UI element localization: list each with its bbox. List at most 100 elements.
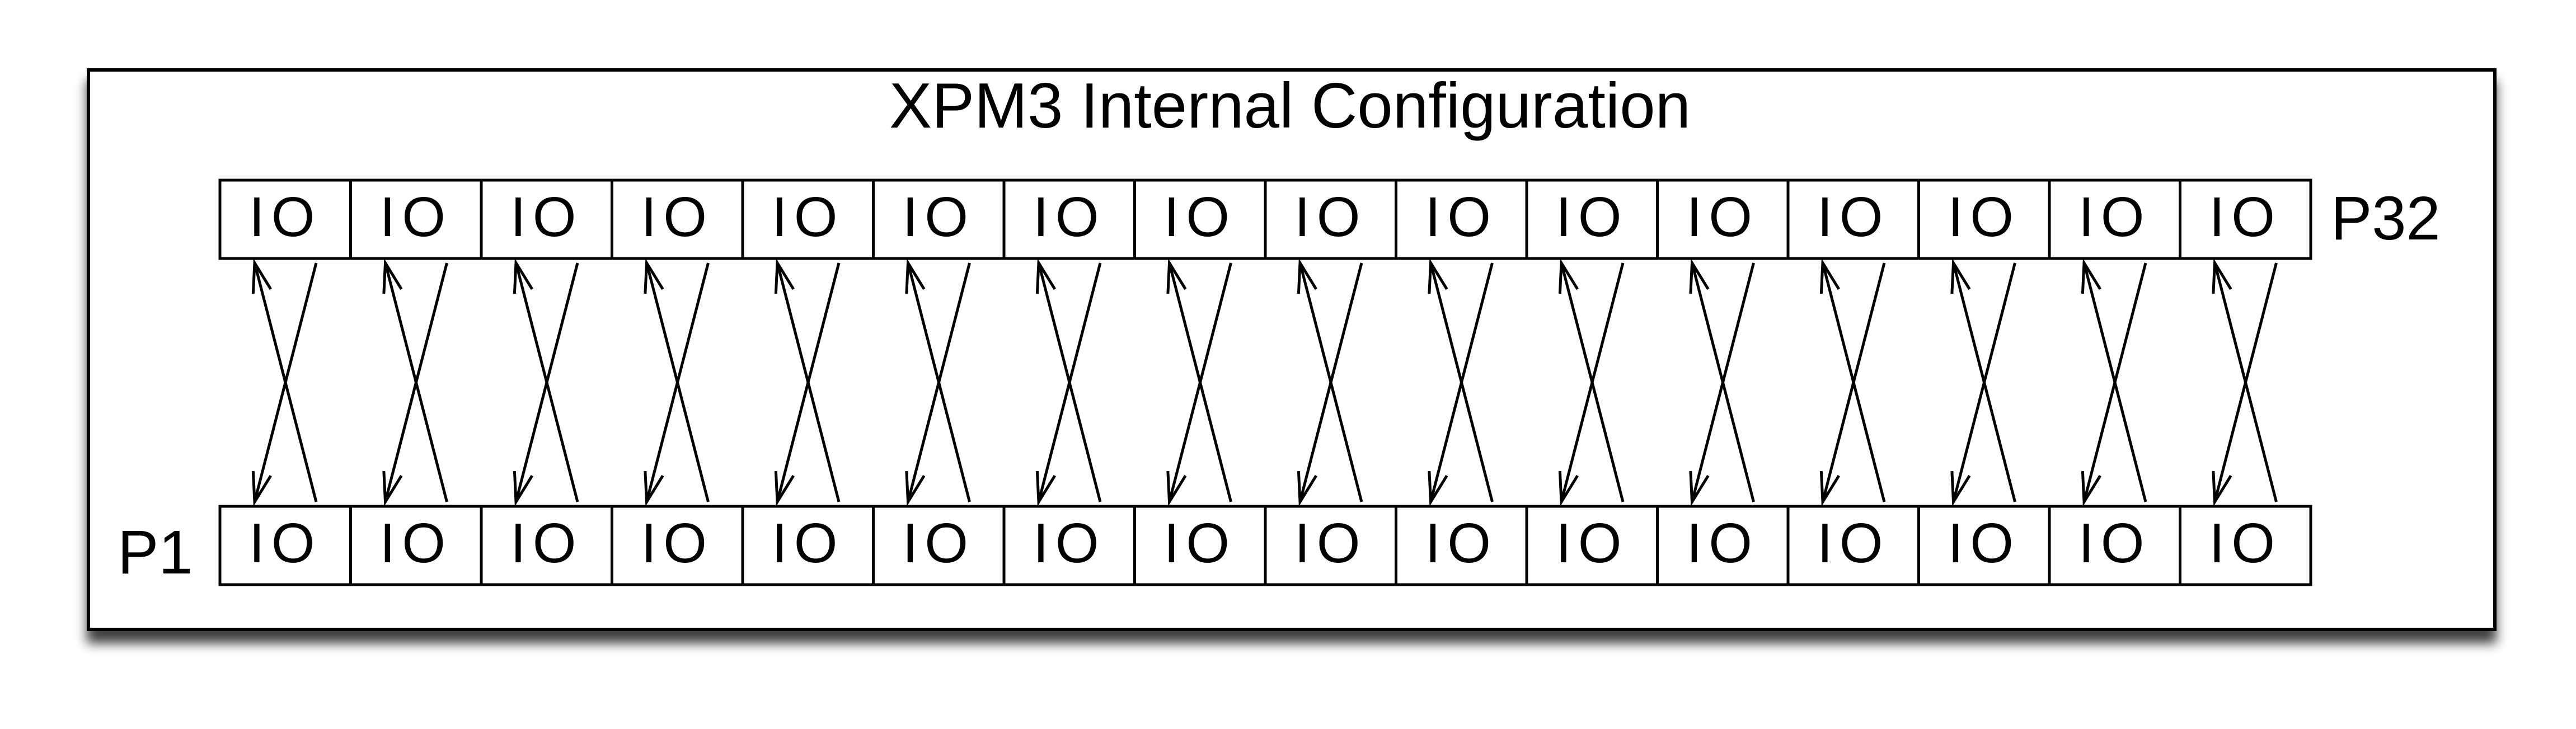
crossover-pair: [1689, 258, 1755, 507]
top-io-cell-label: IO: [1163, 186, 1236, 248]
down-arrow: [251, 262, 318, 507]
top-io-cell: IO: [1264, 178, 1397, 260]
top-io-cell-label: IO: [1948, 186, 2020, 248]
crossover-pair: [905, 258, 971, 507]
bottom-io-cell: IO: [480, 505, 613, 586]
crossover-pair: [644, 258, 710, 507]
crossover-pair: [1819, 258, 1886, 507]
bottom-io-cell: IO: [1264, 505, 1397, 586]
crossover-pair: [251, 258, 318, 507]
top-io-cell-label: IO: [641, 186, 714, 248]
crossover-pair: [1035, 258, 1102, 507]
bottom-io-cell: IO: [1002, 505, 1136, 586]
down-arrow: [1558, 262, 1625, 507]
bottom-io-cell: IO: [2179, 505, 2312, 586]
bottom-io-cell: IO: [349, 505, 483, 586]
down-arrow: [382, 262, 448, 507]
crossover-pair: [1297, 258, 1363, 507]
top-io-cell: IO: [218, 178, 352, 260]
bottom-io-row: IO IO IO IO IO IO IO IO IO IO IO IO IO IO IO IO: [218, 505, 2312, 586]
top-io-cell-label: IO: [1686, 186, 1759, 248]
down-arrow: [2212, 262, 2278, 507]
top-io-cell: IO: [872, 178, 1006, 260]
bottom-io-cell-label: IO: [2078, 512, 2151, 575]
bottom-io-cell: IO: [2048, 505, 2181, 586]
bottom-io-cell-label: IO: [379, 512, 452, 575]
top-io-cell: IO: [611, 178, 744, 260]
down-arrow: [1428, 262, 1494, 507]
top-io-cell: IO: [1786, 178, 1920, 260]
bottom-io-cell-label: IO: [510, 512, 583, 575]
crossover-connections: [251, 258, 2278, 507]
top-io-cell: IO: [1917, 178, 2051, 260]
top-io-cell-label: IO: [1294, 186, 1367, 248]
crossover-pair: [774, 258, 841, 507]
top-io-cell-label: IO: [2078, 186, 2151, 248]
down-arrow: [774, 262, 841, 507]
bottom-io-cell-label: IO: [1033, 512, 1106, 575]
bottom-io-cell-label: IO: [1163, 512, 1236, 575]
top-io-cell: IO: [480, 178, 613, 260]
bottom-io-cell: IO: [1525, 505, 1659, 586]
bottom-io-cell-label: IO: [2209, 512, 2282, 575]
crossover-pair: [2212, 258, 2278, 507]
down-arrow: [1689, 262, 1755, 507]
down-arrow: [1035, 262, 1102, 507]
down-arrow: [513, 262, 579, 507]
bottom-io-cell-label: IO: [1686, 512, 1759, 575]
top-io-cell: IO: [1525, 178, 1659, 260]
bottom-io-cell: IO: [1917, 505, 2051, 586]
down-arrow: [1819, 262, 1886, 507]
top-io-cell-label: IO: [1556, 186, 1629, 248]
bottom-io-cell-label: IO: [1425, 512, 1498, 575]
diagram-title: XPM3 Internal Configuration: [889, 70, 1691, 142]
down-arrow: [1166, 262, 1232, 507]
crossover-pair: [1166, 258, 1232, 507]
down-arrow: [1950, 262, 2016, 507]
bottom-io-cell: IO: [741, 505, 875, 586]
bottom-io-cell: IO: [872, 505, 1006, 586]
bottom-io-cell-label: IO: [1948, 512, 2020, 575]
crossover-pair: [1558, 258, 1625, 507]
down-arrow: [644, 262, 710, 507]
bottom-io-cell-label: IO: [772, 512, 844, 575]
top-io-cell-label: IO: [1033, 186, 1106, 248]
top-io-cell: IO: [349, 178, 483, 260]
top-io-cell: IO: [1133, 178, 1267, 260]
top-io-cell: IO: [741, 178, 875, 260]
top-io-cell: IO: [1656, 178, 1790, 260]
bottom-io-cell-label: IO: [1294, 512, 1367, 575]
bottom-io-cell-label: IO: [641, 512, 714, 575]
top-io-cell-label: IO: [249, 186, 322, 248]
top-io-cell: IO: [1395, 178, 1528, 260]
down-arrow: [2081, 262, 2147, 507]
crossover-pair: [1950, 258, 2016, 507]
label-p32: P32: [2331, 184, 2441, 253]
down-arrow: [1297, 262, 1363, 507]
bottom-io-cell: IO: [1133, 505, 1267, 586]
top-io-cell-label: IO: [379, 186, 452, 248]
crossover-pair: [1428, 258, 1494, 507]
top-io-cell-label: IO: [510, 186, 583, 248]
bottom-io-cell: IO: [1656, 505, 1790, 586]
bottom-io-cell: IO: [1786, 505, 1920, 586]
label-p1: P1: [118, 518, 193, 587]
top-io-cell: IO: [1002, 178, 1136, 260]
down-arrow: [905, 262, 971, 507]
bottom-io-cell: IO: [1395, 505, 1528, 586]
top-io-cell-label: IO: [1425, 186, 1498, 248]
top-io-cell-label: IO: [902, 186, 975, 248]
bottom-io-cell-label: IO: [902, 512, 975, 575]
crossover-pair: [513, 258, 579, 507]
crossover-pair: [2081, 258, 2147, 507]
top-io-cell-label: IO: [1817, 186, 1890, 248]
top-io-cell: IO: [2048, 178, 2181, 260]
bottom-io-cell-label: IO: [1817, 512, 1890, 575]
top-io-cell-label: IO: [772, 186, 844, 248]
bottom-io-cell-label: IO: [1556, 512, 1629, 575]
bottom-io-cell-label: IO: [249, 512, 322, 575]
crossover-pair: [382, 258, 448, 507]
bottom-io-cell: IO: [218, 505, 352, 586]
